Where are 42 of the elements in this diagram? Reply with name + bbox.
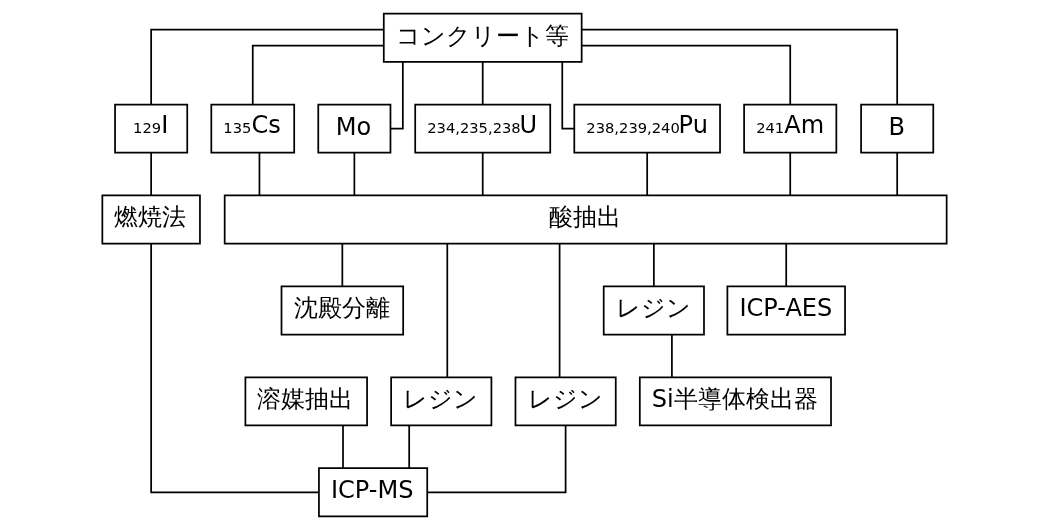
node-box: 溶媒抽出 — [244, 376, 368, 427]
connector — [580, 44, 792, 106]
node-box: 238,239,240Pu — [573, 103, 721, 154]
connector — [789, 152, 792, 196]
node-box: レジン — [602, 285, 705, 336]
connector — [258, 152, 261, 196]
connector — [896, 152, 899, 196]
node-box: ICP-MS — [318, 467, 429, 518]
connector — [653, 243, 655, 287]
connector — [150, 28, 385, 106]
connector — [389, 61, 404, 130]
connector — [581, 28, 899, 106]
connector — [446, 242, 449, 378]
connector — [342, 424, 344, 469]
node-box: Mo — [317, 103, 392, 154]
node-box: 燃焼法 — [101, 194, 201, 245]
connector — [671, 333, 673, 378]
node-box: ICP-AES — [726, 285, 846, 336]
node-box: レジン — [390, 376, 493, 427]
connector — [646, 152, 649, 196]
node-box: 135Cs — [210, 103, 296, 154]
connector — [408, 424, 411, 469]
connector — [251, 44, 385, 106]
node-box: 241Am — [743, 103, 838, 154]
node-box: B — [860, 103, 935, 154]
connector — [353, 152, 356, 196]
connector — [481, 61, 484, 106]
node-box: 沈殿分離 — [280, 285, 405, 336]
node-box: レジン — [514, 376, 617, 427]
connector — [150, 152, 152, 196]
connector — [561, 61, 575, 130]
connector — [481, 152, 484, 196]
node-box: 酸抽出 — [223, 194, 948, 245]
connector — [341, 243, 344, 287]
connector — [558, 242, 561, 378]
node-box: Si半導体検出器 — [638, 376, 832, 427]
connector — [785, 243, 788, 287]
node-box: 129I — [114, 103, 189, 154]
connector — [150, 242, 320, 494]
node-box: コンクリート等 — [382, 12, 583, 63]
connector — [426, 424, 567, 494]
node-box: 234,235,238U — [414, 103, 552, 154]
